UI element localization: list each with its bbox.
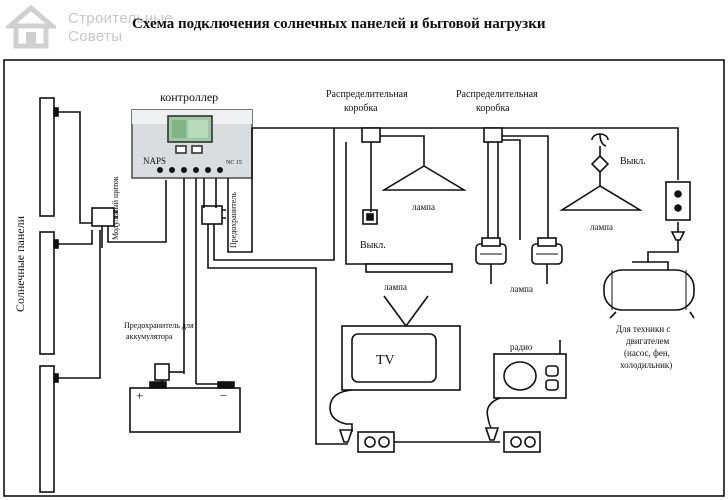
label-junction-box-2-line2: коробка [476, 103, 510, 114]
label-switch-1: Выкл. [360, 240, 386, 251]
watermark: Строительные Советы [6, 4, 173, 50]
solar-panel-3 [39, 365, 59, 493]
solar-panel-1 [39, 97, 59, 217]
controller-fuse [201, 205, 223, 225]
lamp-1 [381, 165, 467, 191]
label-motor-line1: Для техники с [616, 324, 670, 334]
label-junction-box-1-line1: Распределительная [326, 89, 408, 100]
switch-2 [590, 154, 610, 174]
label-tv: TV [376, 353, 395, 368]
wire-socket-lamp-b [502, 135, 549, 246]
solar-panel-2 [39, 231, 59, 355]
switch-1 [362, 209, 378, 225]
controller [131, 109, 253, 179]
label-fuse-controller: Предохранитель [229, 192, 238, 248]
diagram-title: Схема подключения солнечных панелей и бы… [132, 16, 546, 32]
label-motor-line3: (насос, фен, [624, 348, 670, 358]
label-motor-line4: холодильник) [620, 360, 672, 370]
battery-terminal-plus [149, 381, 167, 389]
wire-modular-to-controller [107, 180, 167, 243]
tv [341, 295, 461, 391]
ceiling-hook [591, 133, 609, 141]
label-junction-box-1-line2: коробка [344, 103, 378, 114]
label-battery-minus: − [220, 388, 227, 403]
lamp-5 [559, 185, 643, 211]
wire-lamp-1 [380, 135, 425, 166]
wire-panel1 [58, 111, 92, 224]
battery-fuse [154, 363, 170, 381]
wire-load-branch [213, 128, 335, 261]
label-lamp-1: лампа [412, 202, 435, 212]
junction-box-1 [361, 127, 381, 143]
motor-device [603, 261, 695, 319]
tv-plug [338, 429, 354, 443]
house-logo-icon [6, 4, 56, 49]
label-controller: контроллер [160, 90, 218, 104]
label-motor-line2: двигателем [626, 336, 670, 346]
label-lamp-4: лампа [590, 222, 613, 232]
watermark-line1: Строительные [68, 10, 173, 27]
battery-terminal-minus [217, 381, 235, 389]
label-radio: радио [510, 342, 533, 352]
radio-plug [484, 427, 500, 441]
controller-brand: NAPS [143, 156, 166, 166]
motor-plug [670, 231, 686, 241]
wire-panel3 [58, 230, 101, 379]
label-lamp-3: лампа [510, 284, 533, 294]
battery [129, 387, 241, 433]
controller-model: NC 15 [226, 160, 242, 166]
label-fuse-battery-line1: Предохранитель для [124, 321, 194, 330]
diagram-frame [3, 59, 725, 497]
lamp-2-tube [365, 263, 453, 273]
lamp-3 [475, 237, 507, 284]
label-fuse-battery-line2: аккумулятора [126, 332, 173, 341]
junction-box-2 [483, 127, 503, 143]
label-battery-plus: + [136, 388, 143, 403]
label-solar-panels: Солнечные панели [13, 215, 27, 312]
motor-socket [665, 181, 691, 221]
lamp-4 [531, 237, 563, 284]
watermark-line2: Советы [68, 28, 123, 45]
radio [493, 340, 567, 399]
wire-load-positive [227, 127, 679, 253]
label-modular-box: Модульный щиток [111, 176, 120, 240]
label-junction-box-2-line1: Распределительная [456, 89, 538, 100]
wire-panel2 [58, 230, 93, 245]
wire-tv-circuit [207, 224, 348, 445]
label-switch-2: Выкл. [620, 156, 646, 167]
label-lamp-2: лампа [384, 282, 407, 292]
